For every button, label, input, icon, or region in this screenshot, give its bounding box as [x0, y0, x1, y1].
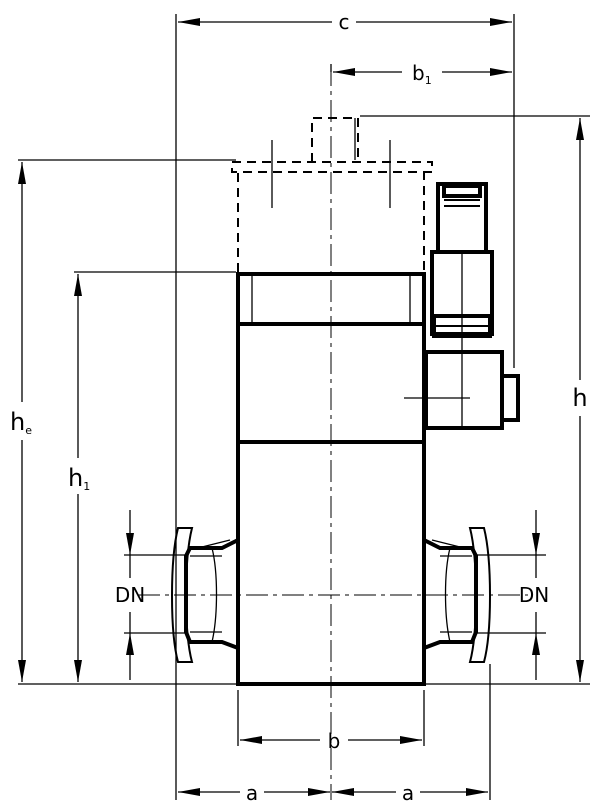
- dimension-label-a-left: a: [246, 781, 258, 805]
- dimension-label-he: he: [10, 408, 32, 437]
- dimension-label-b1: b1: [412, 61, 432, 87]
- dimension-label-c: c: [339, 10, 350, 34]
- dimension-h1: h1: [68, 274, 90, 682]
- dimension-b1: b1: [333, 61, 512, 87]
- center-lines: [138, 64, 528, 800]
- dimension-label-dn-right: DN: [519, 583, 549, 607]
- dimension-a-right: a: [332, 781, 488, 805]
- right-flange: [423, 527, 491, 663]
- upper-housing-outline: [231, 117, 433, 272]
- dimension-a-left: a: [178, 781, 330, 805]
- dimension-dn-right: DN: [519, 510, 549, 680]
- dimension-dn-left: DN: [115, 510, 145, 680]
- dimension-label-h: h: [572, 384, 587, 412]
- extension-lines: [18, 14, 590, 800]
- actuator-connector: [404, 182, 520, 430]
- dimension-label-h1: h1: [68, 464, 90, 493]
- dimension-h: h: [572, 118, 588, 682]
- dimension-b: b: [240, 729, 422, 753]
- dimension-c: c: [178, 10, 512, 34]
- dimension-label-dn-left: DN: [115, 583, 145, 607]
- dimension-he: he: [10, 162, 32, 682]
- dimension-label-a-right: a: [402, 781, 414, 805]
- dimension-label-b: b: [328, 729, 341, 753]
- left-flange: [171, 527, 239, 663]
